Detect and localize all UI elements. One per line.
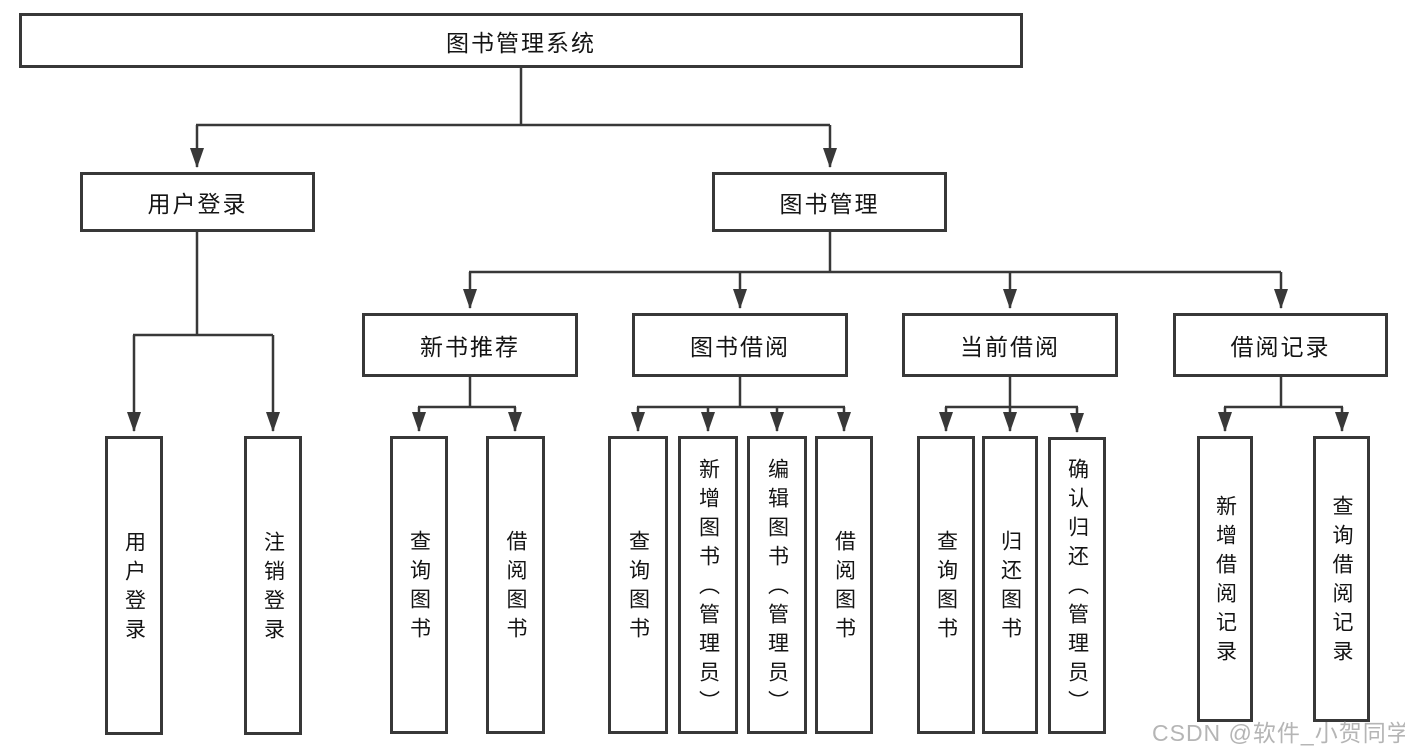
node-book-management-branch: 图书管理 xyxy=(712,172,947,232)
node-query-borrow-record: 查询借阅记录 xyxy=(1313,436,1370,722)
node-logout-leaf: 注销登录 xyxy=(244,436,302,735)
node-confirm-return-admin: 确认归还（管理员） xyxy=(1048,437,1106,734)
node-add-books-admin: 新增图书（管理员） xyxy=(678,436,738,734)
node-user-login-branch: 用户登录 xyxy=(80,172,315,232)
node-new-book-recommendation: 新书推荐 xyxy=(362,313,578,377)
node-borrow-books-leaf: 借阅图书 xyxy=(815,436,873,734)
node-library-management-system: 图书管理系统 xyxy=(19,13,1023,68)
node-query-books-current: 查询图书 xyxy=(917,436,975,734)
node-query-books-borrow: 查询图书 xyxy=(608,436,668,734)
node-user-login-leaf: 用户登录 xyxy=(105,436,163,735)
node-add-borrow-record: 新增借阅记录 xyxy=(1197,436,1253,722)
node-query-books-recommend: 查询图书 xyxy=(390,436,448,734)
node-current-borrowing: 当前借阅 xyxy=(902,313,1118,377)
watermark-text: CSDN @软件_小贺同学 xyxy=(1152,720,1405,746)
node-book-borrowing: 图书借阅 xyxy=(632,313,848,377)
node-borrowing-records: 借阅记录 xyxy=(1173,313,1388,377)
node-return-books: 归还图书 xyxy=(982,436,1038,734)
node-borrow-books-recommend: 借阅图书 xyxy=(486,436,545,734)
node-edit-books-admin: 编辑图书（管理员） xyxy=(747,436,807,734)
